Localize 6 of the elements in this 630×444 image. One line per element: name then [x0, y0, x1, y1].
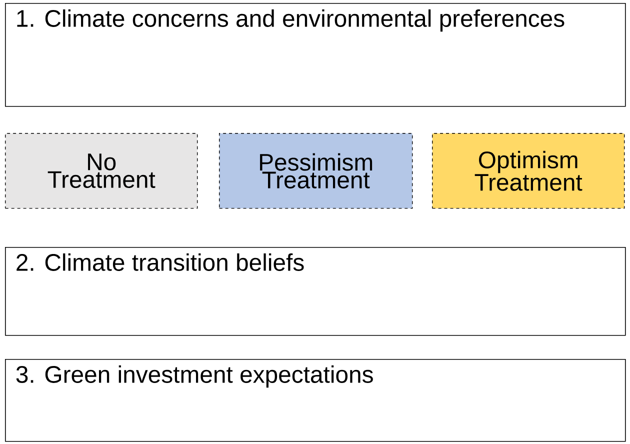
section-box: 3. Green investment expectations [5, 358, 626, 442]
treatment-box: Pessimism Treatment [219, 133, 413, 209]
section-box: 1. Climate concerns and environmental preferences [5, 3, 626, 107]
treatment-box: No Treatment [5, 133, 198, 209]
treatment-box: Optimism Treatment [432, 133, 625, 209]
section-box: 2. Climate transition beliefs [5, 246, 626, 336]
